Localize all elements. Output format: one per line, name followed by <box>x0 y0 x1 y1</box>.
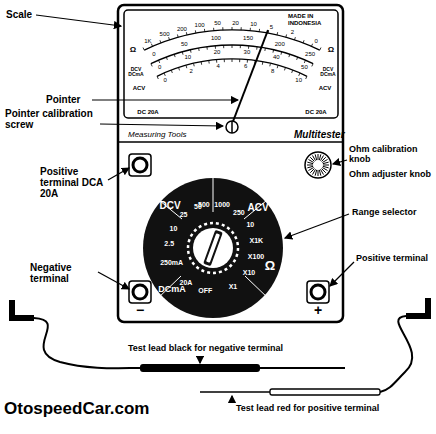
range-value: 25 <box>180 211 188 219</box>
terminal-sign: − <box>136 303 144 318</box>
ohm-knob-knurl <box>307 154 329 176</box>
scale-ticks <box>143 27 321 79</box>
calibration-screw <box>226 121 238 133</box>
callout-label: Scale <box>6 9 32 20</box>
callout-label: Positive terminal <box>356 254 430 264</box>
scale-arcs <box>144 30 319 76</box>
scale-number: 200 <box>275 41 285 48</box>
scale-number: 100 <box>195 22 205 29</box>
callout-label: Ohm adjuster knob <box>349 170 433 180</box>
selector-knob <box>193 228 233 268</box>
black-test-lead <box>12 300 345 372</box>
pointer-needle <box>232 30 268 124</box>
scale-number: 10 <box>295 77 302 84</box>
range-value: OFF <box>198 287 212 295</box>
scale-name: DC 20A <box>137 109 158 116</box>
range-value: 250mA <box>160 259 183 267</box>
range-group: ACV <box>247 202 268 213</box>
scale-number: 50 <box>214 20 221 27</box>
scale-name: ACV <box>133 85 146 92</box>
terminal-positive <box>307 281 329 303</box>
panel-divider <box>118 141 343 143</box>
callout-label: Ohm calibration knob <box>349 145 433 165</box>
range-value: X1K <box>250 237 264 245</box>
selector-bar <box>203 230 223 267</box>
scale-number: 0 <box>152 51 155 58</box>
terminal-negative <box>129 281 151 303</box>
callout-label: Range selector <box>352 208 432 218</box>
scale-number: 250 <box>305 51 315 58</box>
scale-number: 5 <box>270 24 273 31</box>
scale-name: Ω <box>328 46 334 55</box>
callout-label: Pointer <box>46 94 80 105</box>
scale-number: 40 <box>273 54 280 61</box>
scale-name: DC 20A <box>305 109 326 116</box>
scale-name: DCV DCmA <box>127 67 145 78</box>
ohm-knob <box>305 152 331 178</box>
scale-number: 20 <box>214 49 221 56</box>
callout-label: Positive terminal DCA 20A <box>40 166 108 199</box>
scale-number: 500 <box>160 31 170 38</box>
range-value: 10 <box>170 225 178 233</box>
scale-number: 8 <box>271 68 274 75</box>
range-plate <box>143 178 283 318</box>
maker-note: MADE IN INDONESIA <box>288 13 338 26</box>
screw-slot <box>231 121 233 133</box>
scale-name: Ω <box>130 46 136 55</box>
watermark: OtospeedCar.com <box>4 400 150 419</box>
range-value: 10 <box>246 221 254 229</box>
scale-name: ACV <box>319 85 332 92</box>
scale-number: 2 <box>291 29 294 36</box>
range-value: 20A <box>179 279 192 287</box>
range-value: 1000 <box>214 201 230 209</box>
range-value: 50 <box>194 203 202 211</box>
callout-label: Test lead black for negative terminal <box>128 344 283 354</box>
scale-number: 50 <box>181 41 188 48</box>
scale-number: 2 <box>190 68 193 75</box>
range-value: 250 <box>233 209 245 217</box>
scale-number: 200 <box>177 26 187 33</box>
scale-number: 10 <box>250 21 257 28</box>
selector-bar-mark <box>206 233 220 263</box>
scale-number: 0 <box>164 77 167 84</box>
scale-number: 4 <box>217 63 220 70</box>
scale-number: 100 <box>211 35 221 42</box>
scale-number: 10 <box>184 54 191 61</box>
range-value: X1 <box>229 283 238 291</box>
brand-text: Measuring Tools <box>128 131 186 140</box>
range-value: X100 <box>248 253 264 261</box>
scale-number: 1K <box>144 38 151 45</box>
leader-lines <box>36 15 354 403</box>
range-group: DCmA <box>158 285 186 295</box>
scale-name: DCV DCmA <box>319 67 337 78</box>
range-value: X10 <box>243 269 255 277</box>
scale-number: 20 <box>232 20 239 27</box>
terminal-20a <box>129 154 151 176</box>
scale-number: 50 <box>301 64 308 71</box>
callout-label: Pointer calibration screw <box>5 108 99 130</box>
selector-ring <box>188 223 238 273</box>
range-dividers <box>154 178 272 300</box>
scale-number: 0 <box>315 38 318 45</box>
scale-number: 0 <box>158 64 161 71</box>
meter-body <box>118 5 343 322</box>
scale-window <box>124 10 338 118</box>
callout-label: Negative terminal <box>30 262 96 284</box>
range-group: DCV <box>159 200 180 211</box>
scale-number: 150 <box>243 35 253 42</box>
callout-label: Test lead red for positive terminal <box>236 404 379 414</box>
scale-number: 30 <box>244 49 251 56</box>
brand-text: Multitester <box>294 129 345 140</box>
range-group: Ω <box>265 259 275 273</box>
scale-number: 6 <box>244 63 247 70</box>
range-value: 2.5 <box>164 240 174 248</box>
terminal-sign: + <box>314 303 322 318</box>
